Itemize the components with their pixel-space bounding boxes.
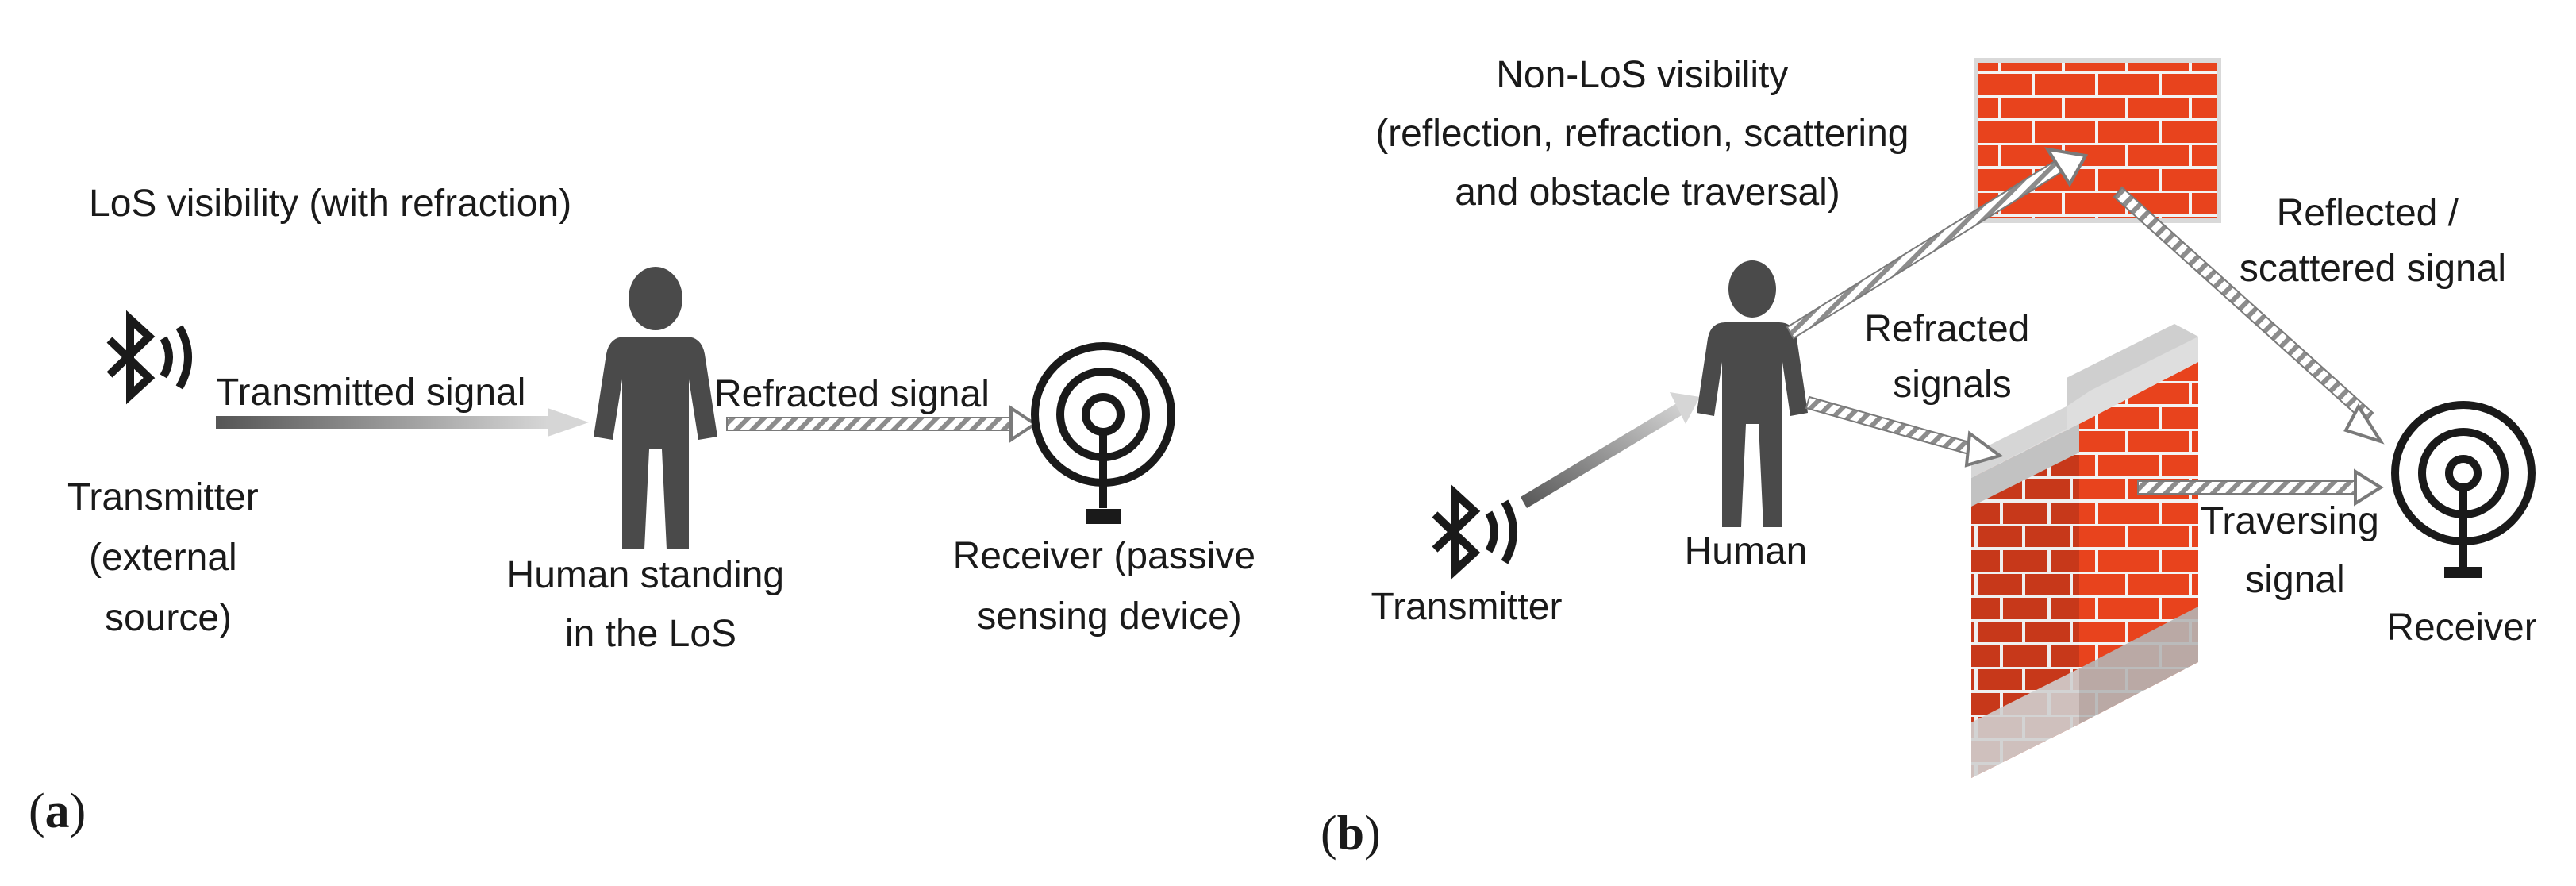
refracted-signal-arrow xyxy=(726,405,1038,443)
transmitted-signal-arrow xyxy=(216,408,589,437)
human-label: Human standing in the LoS xyxy=(507,554,795,655)
receiver-label: Receiver (passive sensing device) xyxy=(953,535,1267,638)
human-label: Human xyxy=(1685,530,1808,572)
antenna-icon xyxy=(1031,342,1175,524)
refracted-signal-label: Refracted signal xyxy=(714,373,990,415)
refracted-signal-arrow xyxy=(1805,395,2004,468)
transmitted-signal-label: Transmitted signal xyxy=(216,372,525,414)
panel-a: LoS visibility (with refraction) Transmi… xyxy=(29,183,1267,838)
transmitted-signal-arrow xyxy=(1521,392,1700,508)
reflected-signal-label: Reflected / scattered signal xyxy=(2240,192,2506,290)
human-figure xyxy=(594,267,717,549)
refracted-signals-label: Refracted signals xyxy=(1864,308,2040,406)
panel-b-title: Non-LoS visibility (reflection, refracti… xyxy=(1375,54,1920,214)
receiver-label: Receiver xyxy=(2386,607,2536,649)
bluetooth-icon xyxy=(1432,484,1517,580)
transmitter-label: Transmitter xyxy=(1371,586,1563,628)
bluetooth-icon xyxy=(106,310,192,405)
traversing-signal-label: Traversing signal xyxy=(2201,500,2390,601)
panel-a-label: (a) xyxy=(29,784,86,838)
human-figure xyxy=(1697,260,1808,527)
panel-b: Non-LoS visibility (reflection, refracti… xyxy=(1321,54,2537,861)
panel-b-label: (b) xyxy=(1321,807,1381,861)
antenna-icon xyxy=(2391,401,2536,578)
traversing-signal-arrow xyxy=(2137,468,2384,507)
panel-a-title: LoS visibility (with refraction) xyxy=(89,183,571,225)
transmitter-label: Transmitter (external source) xyxy=(67,476,269,639)
reflection-incident-arrow xyxy=(1786,147,2089,340)
brick-wall xyxy=(1971,324,2198,778)
reflected-signal-arrow xyxy=(2113,186,2385,445)
